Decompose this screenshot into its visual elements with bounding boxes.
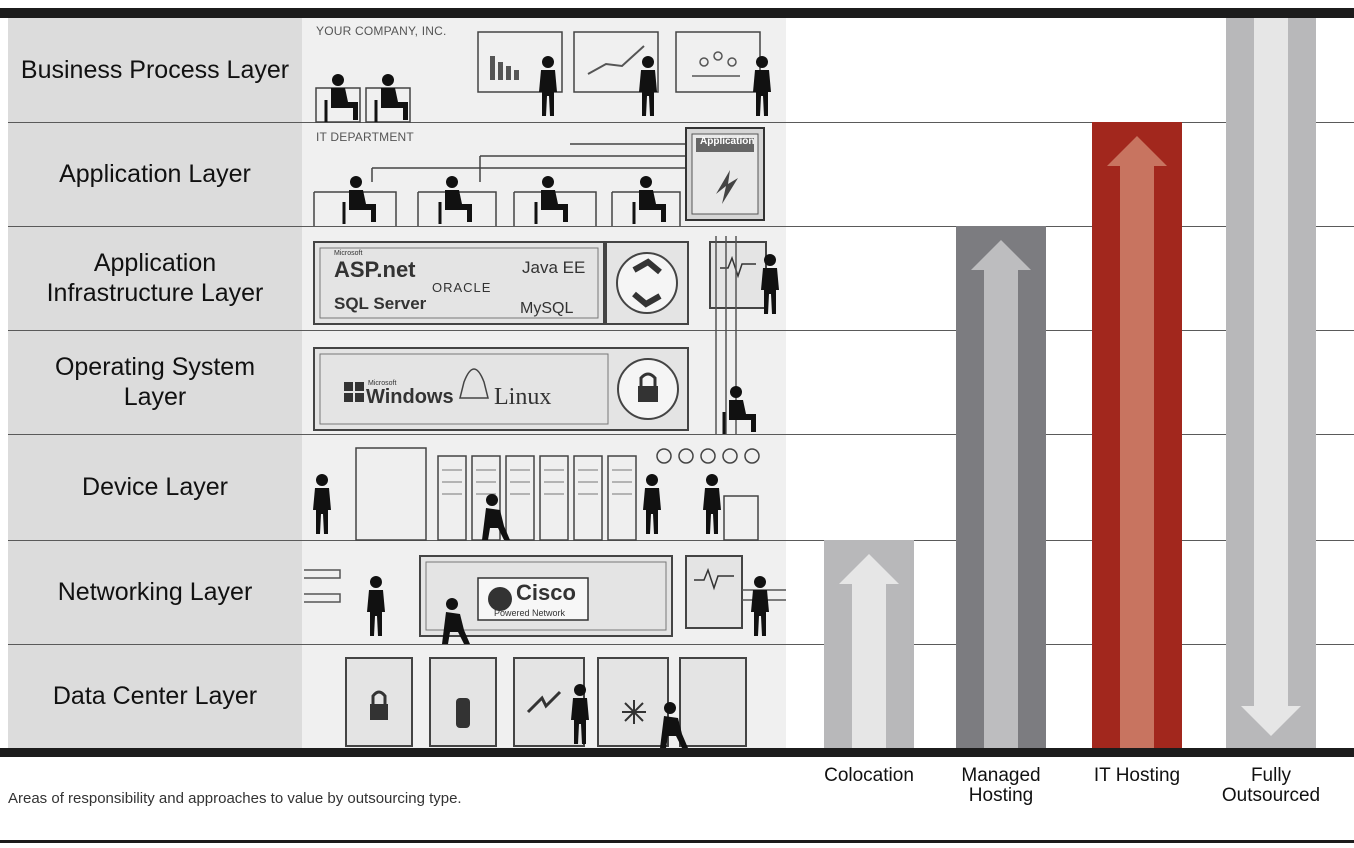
it-department-section-label: IT DEPARTMENT [316, 130, 414, 144]
linux-logo: Linux [494, 384, 552, 410]
layer-label-operating-system: Operating System Layer [54, 353, 256, 411]
arrow-it-hosting [1107, 136, 1167, 748]
arrow-managed-hosting [971, 240, 1031, 748]
oracle-logo: ORACLE [432, 280, 492, 295]
cisco-powered-network: Powered Network [494, 608, 566, 618]
windows-microsoft-small: Microsoft [368, 380, 397, 387]
figure-caption: Areas of responsibility and approaches t… [8, 790, 462, 807]
top-rule [0, 8, 1354, 18]
bar-label-fully-outsourced: Fully Outsourced [1221, 765, 1321, 806]
layer-divider [8, 226, 1354, 227]
layer-divider [8, 540, 1354, 541]
layer-label-application-infrastructure: Application Infrastructure Layer [46, 249, 264, 307]
bar-label-managed-hosting: Managed Hosting [961, 765, 1041, 806]
layer-label-device: Device Layer [82, 473, 228, 501]
layer-divider [8, 330, 1354, 331]
bar-label-it-hosting: IT Hosting [1093, 765, 1181, 786]
aspnet-logo: ASP.net [334, 257, 416, 282]
footer-rule [0, 840, 1354, 843]
mysql-logo: MySQL [520, 300, 574, 317]
cisco-logo: Cisco [516, 580, 576, 605]
layer-label-column [8, 18, 302, 748]
sql-server-logo: SQL Server [334, 294, 427, 313]
arrow-fully-outsourced [1241, 18, 1301, 736]
layer-label-application: Application Layer [59, 160, 251, 188]
company-section-label: YOUR COMPANY, INC. [316, 24, 447, 38]
layer-divider [8, 644, 1354, 645]
windows-logo: Windows [366, 386, 454, 408]
layer-divider [8, 434, 1354, 435]
layer-label-networking: Networking Layer [57, 578, 253, 606]
layer-label-data-center: Data Center Layer [52, 682, 258, 710]
java-ee-logo: Java EE [522, 258, 586, 277]
layer-label-business-process: Business Process Layer [20, 56, 290, 84]
microsoft-wordmark-small: Microsoft [334, 250, 363, 257]
baseline-rule [0, 748, 1354, 757]
arrow-colocation [839, 554, 899, 748]
bar-label-colocation: Colocation [824, 765, 914, 786]
application-box-title: Application [700, 136, 755, 147]
layer-divider [8, 122, 1354, 123]
